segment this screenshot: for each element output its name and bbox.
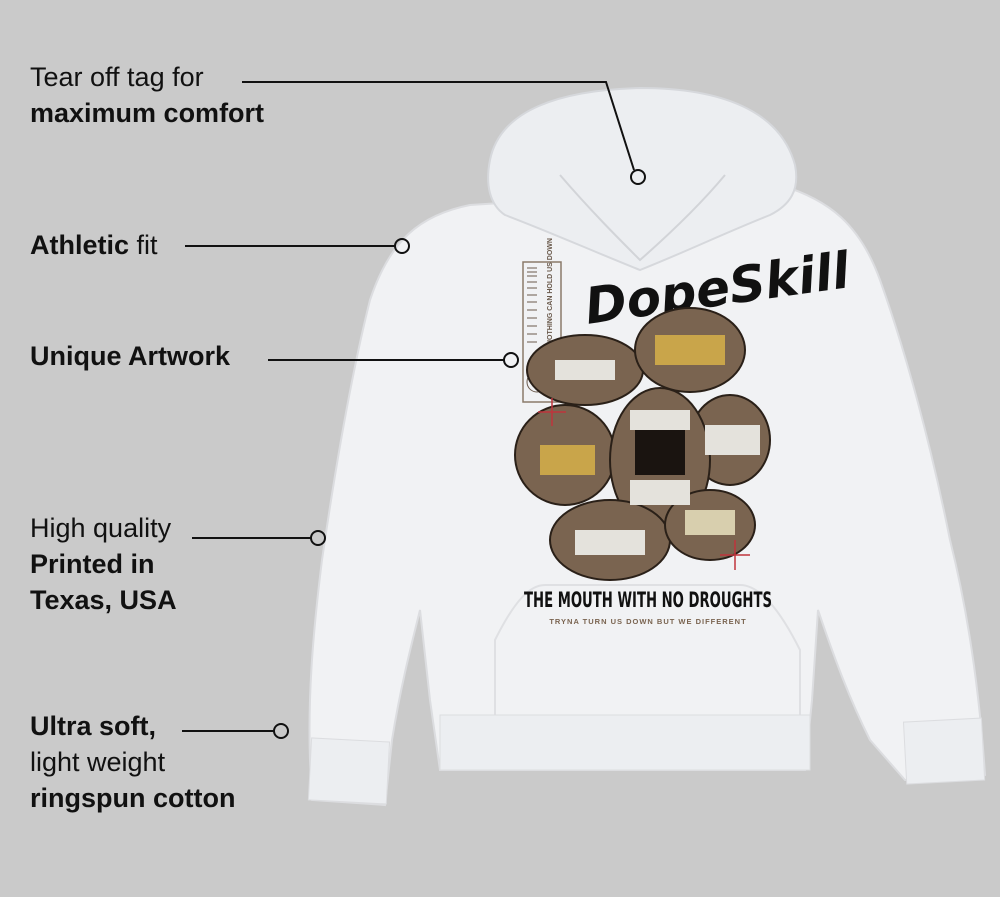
feature-text-bold: maximum comfort (30, 98, 265, 128)
feature-text: Tear off tag for (30, 62, 204, 92)
callout-dot-artwork (503, 352, 519, 368)
hood (487, 86, 798, 272)
feature-text-bold: Texas, USA (30, 585, 177, 615)
feature-text: High quality (30, 513, 172, 543)
sparkle-icon (538, 398, 750, 570)
feature-text: light weight (30, 747, 166, 777)
feature-text-bold: Unique Artwork (30, 341, 231, 371)
left-cuff (307, 737, 391, 805)
feature-text-bold: Printed in (30, 549, 155, 579)
artwork-tag-box (522, 261, 562, 403)
callout-dot-cotton (273, 723, 289, 739)
feature-unique-artwork: Unique Artwork (30, 338, 230, 374)
feature-printed-texas: High quality Printed in Texas, USA (30, 510, 177, 618)
callout-dot-tag (630, 169, 646, 185)
feature-text-bold: Athletic (30, 230, 130, 260)
artwork-tagline: TRYNA TURN US DOWN BUT WE DIFFERENT (549, 617, 746, 626)
artwork-tag-text: NOTHING CAN HOLD US DOWN (547, 238, 554, 345)
waistband (439, 714, 811, 771)
kangaroo-pocket (494, 584, 801, 721)
feature-athletic-fit: Athletic fit (30, 227, 158, 263)
teeth (540, 335, 760, 555)
feature-ringspun-cotton: Ultra soft, light weight ringspun cotton (30, 708, 235, 816)
callout-dot-print (310, 530, 326, 546)
callouts (182, 81, 646, 739)
feature-text: fit (129, 230, 158, 260)
feature-text-bold: ringspun cotton (30, 783, 236, 813)
feature-tear-off-tag: Tear off tag for maximum comfort (30, 59, 264, 131)
right-cuff (902, 717, 986, 785)
callout-line-tag (242, 81, 635, 171)
callout-dot-fit (394, 238, 410, 254)
feature-text-bold: Ultra soft, (30, 711, 157, 741)
artwork-headline: THE MOUTH WITH NO DROUGHTS (524, 588, 772, 612)
